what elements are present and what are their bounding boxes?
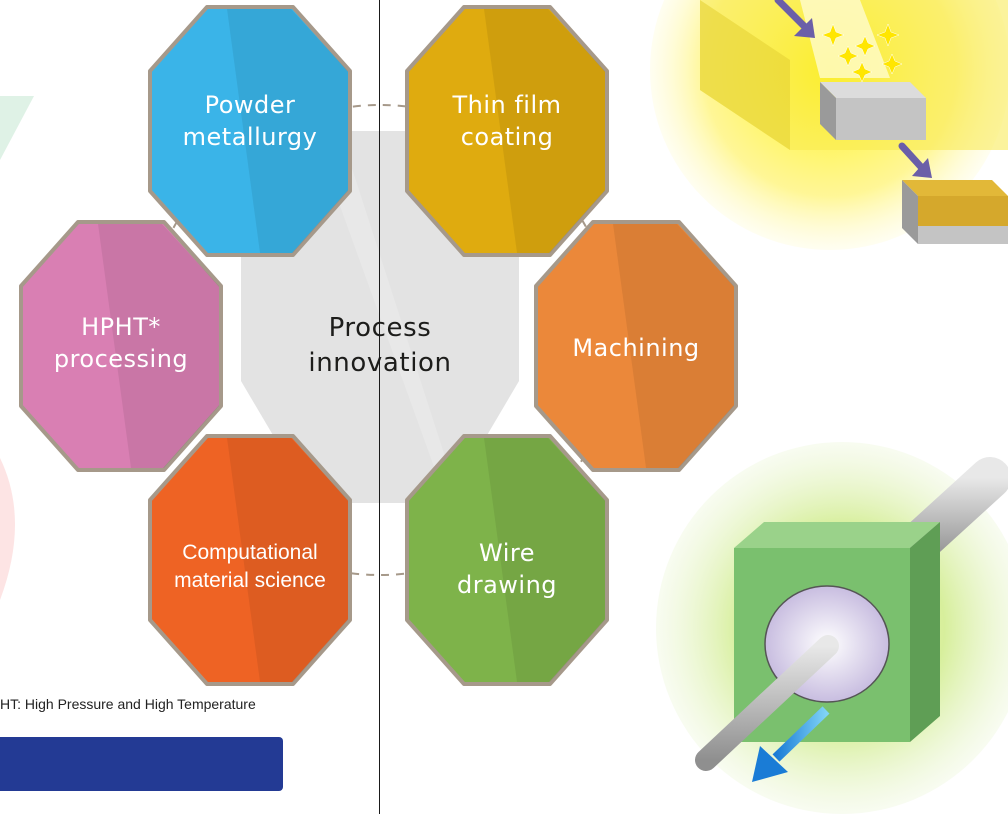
wire-drawing-die-illustration — [656, 442, 1008, 814]
accent-bar — [0, 737, 283, 791]
arrow-icon — [752, 706, 830, 782]
thin-film-deposition-illustration — [650, 0, 1008, 250]
computational-material-science-label: Computational material science — [174, 541, 326, 593]
center-label: Process innovation — [308, 313, 452, 379]
hexagon-computational-material-science — [148, 434, 352, 686]
wire-drawing-label: Wire drawing — [456, 539, 558, 600]
sparkle-icon — [821, 23, 903, 83]
hexagon-hpht-processing — [19, 220, 223, 472]
hexagon-powder-metallurgy — [148, 5, 352, 257]
hpht-processing-label: HPHT* processing — [53, 313, 189, 374]
hexagon-wire-drawing — [405, 434, 609, 686]
thin-film-coating-label: Thin film coating — [452, 91, 562, 152]
footnote: HT: High Pressure and High Temperature — [0, 696, 256, 712]
hexagon-thin-film-coating — [405, 5, 609, 257]
machining-label: Machining — [572, 334, 700, 362]
background-pink-shape — [0, 458, 15, 600]
background-triangle-shape — [0, 96, 34, 160]
page-divider — [379, 0, 380, 814]
powder-metallurgy-label: Powder metallurgy — [182, 91, 318, 152]
hexagon-machining — [534, 220, 738, 472]
